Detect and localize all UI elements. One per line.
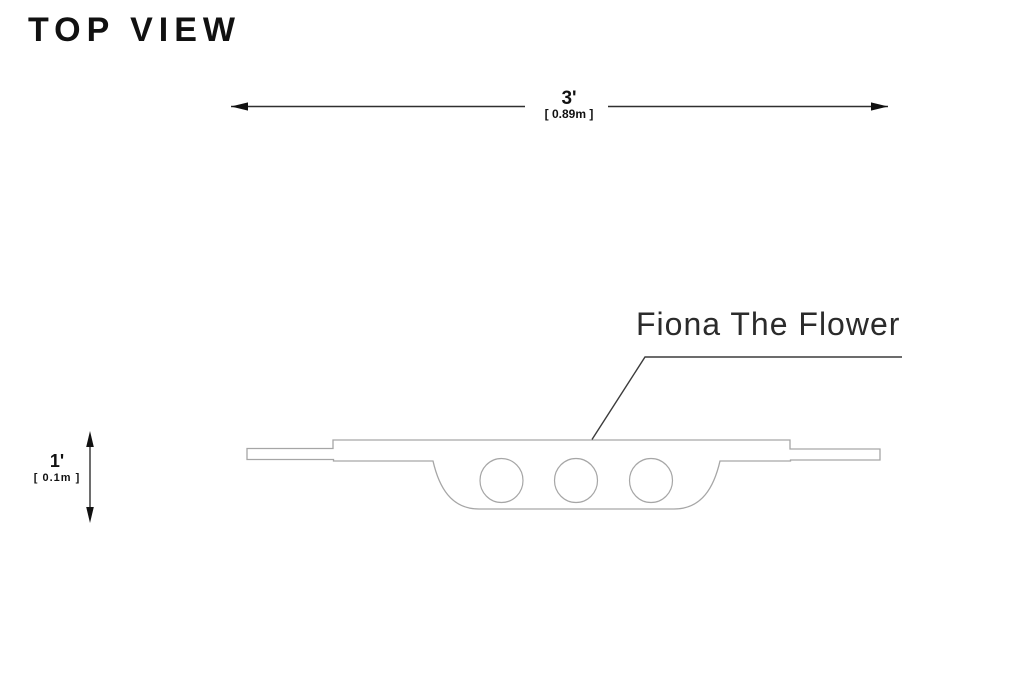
width-dimension [231, 102, 888, 111]
hole-2 [553, 457, 599, 504]
callout-leader-line [591, 356, 902, 440]
height-dimension [86, 431, 94, 523]
arrow-up-icon [86, 431, 94, 447]
part-callout-label: Fiona The Flower [636, 306, 901, 342]
hole-1 [479, 457, 524, 504]
height-dim-metric: [ 0.1m ] [33, 472, 81, 484]
width-dim-imperial: 3' [561, 88, 577, 109]
arrow-down-icon [86, 507, 94, 523]
hole-3 [628, 457, 674, 504]
arrow-left-icon [231, 102, 248, 111]
width-dim-metric: [ 0.89m ] [544, 107, 594, 121]
view-title: TOP VIEW [28, 11, 242, 49]
height-dim-imperial: 1' [49, 451, 65, 471]
part-top-view [246, 439, 881, 510]
arrow-right-icon [871, 102, 888, 111]
